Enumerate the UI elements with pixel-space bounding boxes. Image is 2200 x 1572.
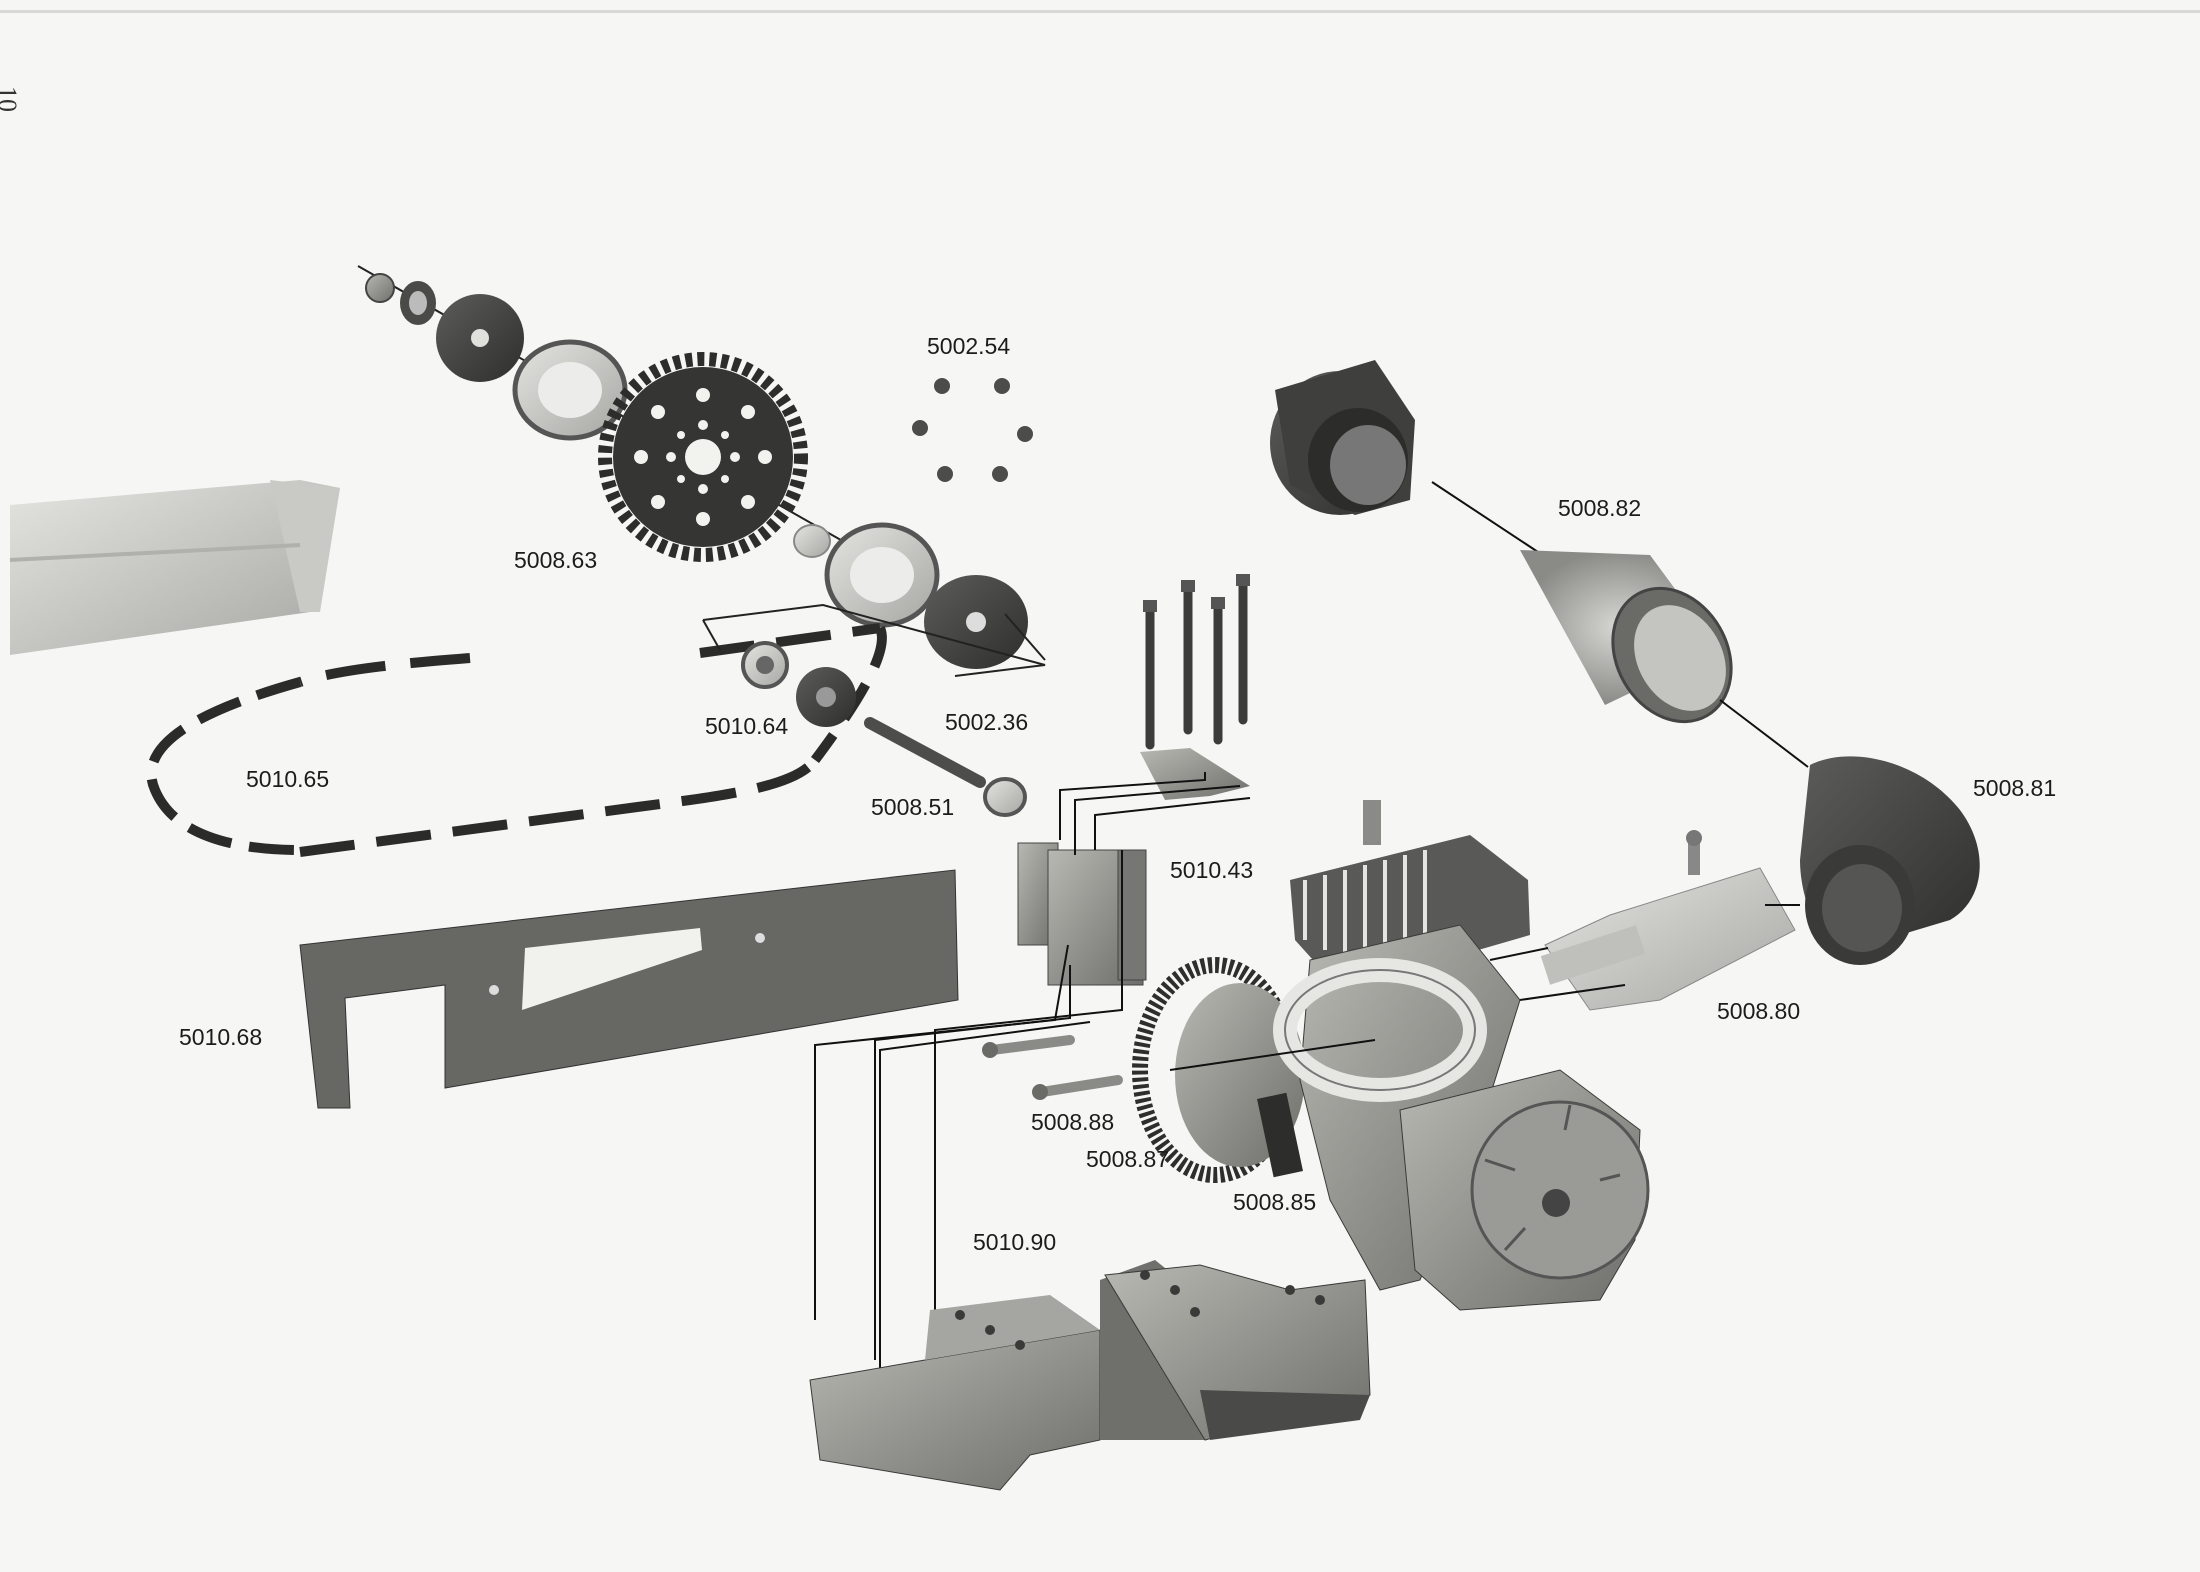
part-label-5008-87: 5008.87 [1086, 1146, 1170, 1172]
assembly-guide-line [1004, 613, 1046, 661]
assembly-guide-line [1719, 699, 1809, 768]
assembly-guide-line [1431, 481, 1539, 553]
mount-blocks [1017, 842, 1147, 986]
part-label-5010-43: 5010.43 [1170, 857, 1254, 883]
spark-plug [1363, 800, 1381, 845]
assembly-guide-line [702, 603, 1046, 677]
spring-icon [400, 281, 436, 325]
gear-stack [365, 273, 1028, 669]
part-label-5008-80: 5008.80 [1717, 998, 1801, 1024]
assembly-guide-lines [814, 772, 1251, 1410]
part-label-5010-68: 5010.68 [179, 1024, 263, 1050]
belt-pulley [741, 641, 856, 727]
bushing [793, 524, 831, 558]
part-label-5008-88: 5008.88 [1031, 1109, 1115, 1135]
part-label-5002-36: 5002.36 [945, 709, 1029, 735]
set-screws [912, 378, 1033, 482]
part-label-5010-65: 5010.65 [246, 766, 330, 792]
drive-shaft [864, 717, 1027, 817]
short-screws [982, 1035, 1123, 1100]
engine-mount-base [809, 1260, 1371, 1491]
flywheel-nut [1542, 1189, 1570, 1217]
rail-profile [9, 480, 340, 655]
nut [365, 273, 395, 303]
exhaust-tube [1520, 550, 1733, 724]
toothed-belt [146, 623, 887, 857]
spur-gear [598, 352, 808, 562]
engine-axis [1169, 1039, 1376, 1071]
part-label-5010-90: 5010.90 [973, 1229, 1057, 1255]
part-label-5008-81: 5008.81 [1973, 775, 2057, 801]
base-plate [299, 869, 959, 1109]
part-label-5008-51: 5008.51 [871, 794, 955, 820]
part-label-5008-63: 5008.63 [514, 547, 598, 573]
long-bolts [1143, 574, 1250, 750]
part-label-5002-54: 5002.54 [927, 333, 1011, 359]
exhaust-manifold [1540, 830, 1796, 1011]
part-label-5010-64: 5010.64 [705, 713, 789, 739]
pipe-coupler [1270, 360, 1415, 515]
part-label-5008-82: 5008.82 [1558, 495, 1642, 521]
scan-edge-line [0, 10, 2200, 13]
carburetor [1257, 1092, 1303, 1178]
engine [1132, 800, 1650, 1311]
part-label-5008-85: 5008.85 [1233, 1189, 1317, 1215]
exhaust-elbow [1800, 756, 1980, 965]
assembly-guide-lines [1489, 947, 1626, 1001]
